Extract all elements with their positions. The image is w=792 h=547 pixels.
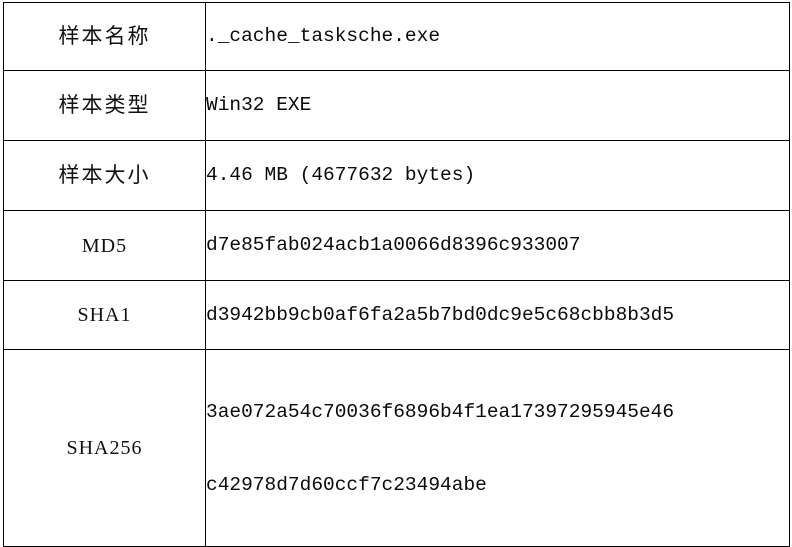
- row-value-sample-name: ._cache_tasksche.exe: [205, 2, 790, 71]
- table-row: SHA256 3ae072a54c70036f6896b4f1ea1739729…: [3, 349, 790, 547]
- table-row: 样本名称 ._cache_tasksche.exe: [3, 2, 790, 71]
- table-body: 样本名称 ._cache_tasksche.exe 样本类型 Win32 EXE…: [3, 2, 790, 547]
- row-label-sha1: SHA1: [3, 280, 206, 350]
- row-label-md5: MD5: [3, 210, 206, 281]
- table-row: MD5 d7e85fab024acb1a0066d8396c933007: [3, 210, 790, 281]
- table-row: 样本类型 Win32 EXE: [3, 70, 790, 141]
- row-label-sample-type: 样本类型: [3, 70, 206, 141]
- sample-info-table: 样本名称 ._cache_tasksche.exe 样本类型 Win32 EXE…: [3, 2, 790, 547]
- row-value-sample-type: Win32 EXE: [205, 70, 790, 141]
- row-label-sha256: SHA256: [3, 349, 206, 547]
- row-value-md5: d7e85fab024acb1a0066d8396c933007: [205, 210, 790, 281]
- table-row: SHA1 d3942bb9cb0af6fa2a5b7bd0dc9e5c68cbb…: [3, 280, 790, 350]
- row-label-sample-name: 样本名称: [3, 2, 206, 71]
- row-value-sha256-line-1: 3ae072a54c70036f6896b4f1ea17397295945e46: [206, 400, 675, 423]
- row-value-sha256-line-2: c42978d7d60ccf7c23494abe: [206, 473, 487, 496]
- row-value-sample-size: 4.46 MB (4677632 bytes): [205, 140, 790, 211]
- row-label-sample-size: 样本大小: [3, 140, 206, 211]
- table-row: 样本大小 4.46 MB (4677632 bytes): [3, 140, 790, 211]
- sample-info-sheet: 样本名称 ._cache_tasksche.exe 样本类型 Win32 EXE…: [3, 2, 790, 547]
- row-value-sha256: 3ae072a54c70036f6896b4f1ea17397295945e46…: [205, 349, 790, 547]
- row-value-sha1: d3942bb9cb0af6fa2a5b7bd0dc9e5c68cbb8b3d5: [205, 280, 790, 350]
